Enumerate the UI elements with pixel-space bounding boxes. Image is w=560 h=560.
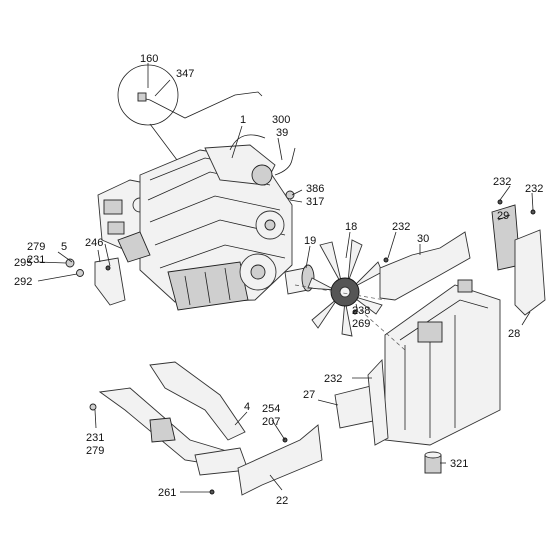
label-254: 254 [262,403,280,415]
bolt-232b [530,209,536,215]
side-panel-28 [514,229,546,316]
label-28: 28 [508,328,520,340]
fan [307,239,383,337]
bolt-232 [497,199,503,205]
baffle [367,358,389,446]
label-29: 29 [497,210,509,222]
label-18: 18 [345,221,357,233]
label-321: 321 [450,458,468,470]
bracket-5 [94,257,126,306]
label-22: 22 [276,495,288,507]
bolt-292 [76,269,84,277]
fitting-386 [285,190,295,200]
label-19: 19 [304,235,316,247]
label-238: 238 [352,305,370,317]
bolt-238 [352,309,358,315]
label-386: 386 [306,183,324,195]
label-292: 292 [14,276,32,288]
label-231-b: 231 [86,432,104,444]
pipe-300 [274,147,296,176]
label-347: 347 [176,68,194,80]
label-261: 261 [158,487,176,499]
label-232-c: 232 [392,221,410,233]
label-160: 160 [140,53,158,65]
bolt-261 [209,489,215,495]
label-300: 300 [272,114,290,126]
mount-321 [424,451,442,474]
label-207: 207 [262,416,280,428]
callout-labels: 160 347 1 300 39 386 317 232 232 29 279 … [14,53,543,507]
label-269: 269 [352,318,370,330]
engine-assembly [97,134,293,311]
label-1: 1 [240,114,246,126]
lower-frame [98,361,249,476]
label-317: 317 [306,196,324,208]
label-232-a: 232 [493,176,511,188]
fan-shroud [379,231,471,301]
label-232-b: 232 [525,183,543,195]
bolt-231 [89,403,97,411]
label-39: 39 [276,127,288,139]
label-279-a: 279 [27,241,45,253]
label-279-b: 279 [86,445,104,457]
label-295: 295 [14,257,32,269]
panel-22 [237,424,323,496]
label-232-d: 232 [324,373,342,385]
label-4: 4 [244,401,250,413]
radiator [384,279,501,446]
fan-spacer [284,264,315,295]
leader-lines [37,63,534,493]
label-231-a: 231 [27,254,45,266]
label-5: 5 [61,241,67,253]
label-246: 246 [85,237,103,249]
label-30: 30 [417,233,429,245]
bolt-232c [383,257,389,263]
label-27: 27 [303,389,315,401]
bolt-246 [105,265,111,271]
